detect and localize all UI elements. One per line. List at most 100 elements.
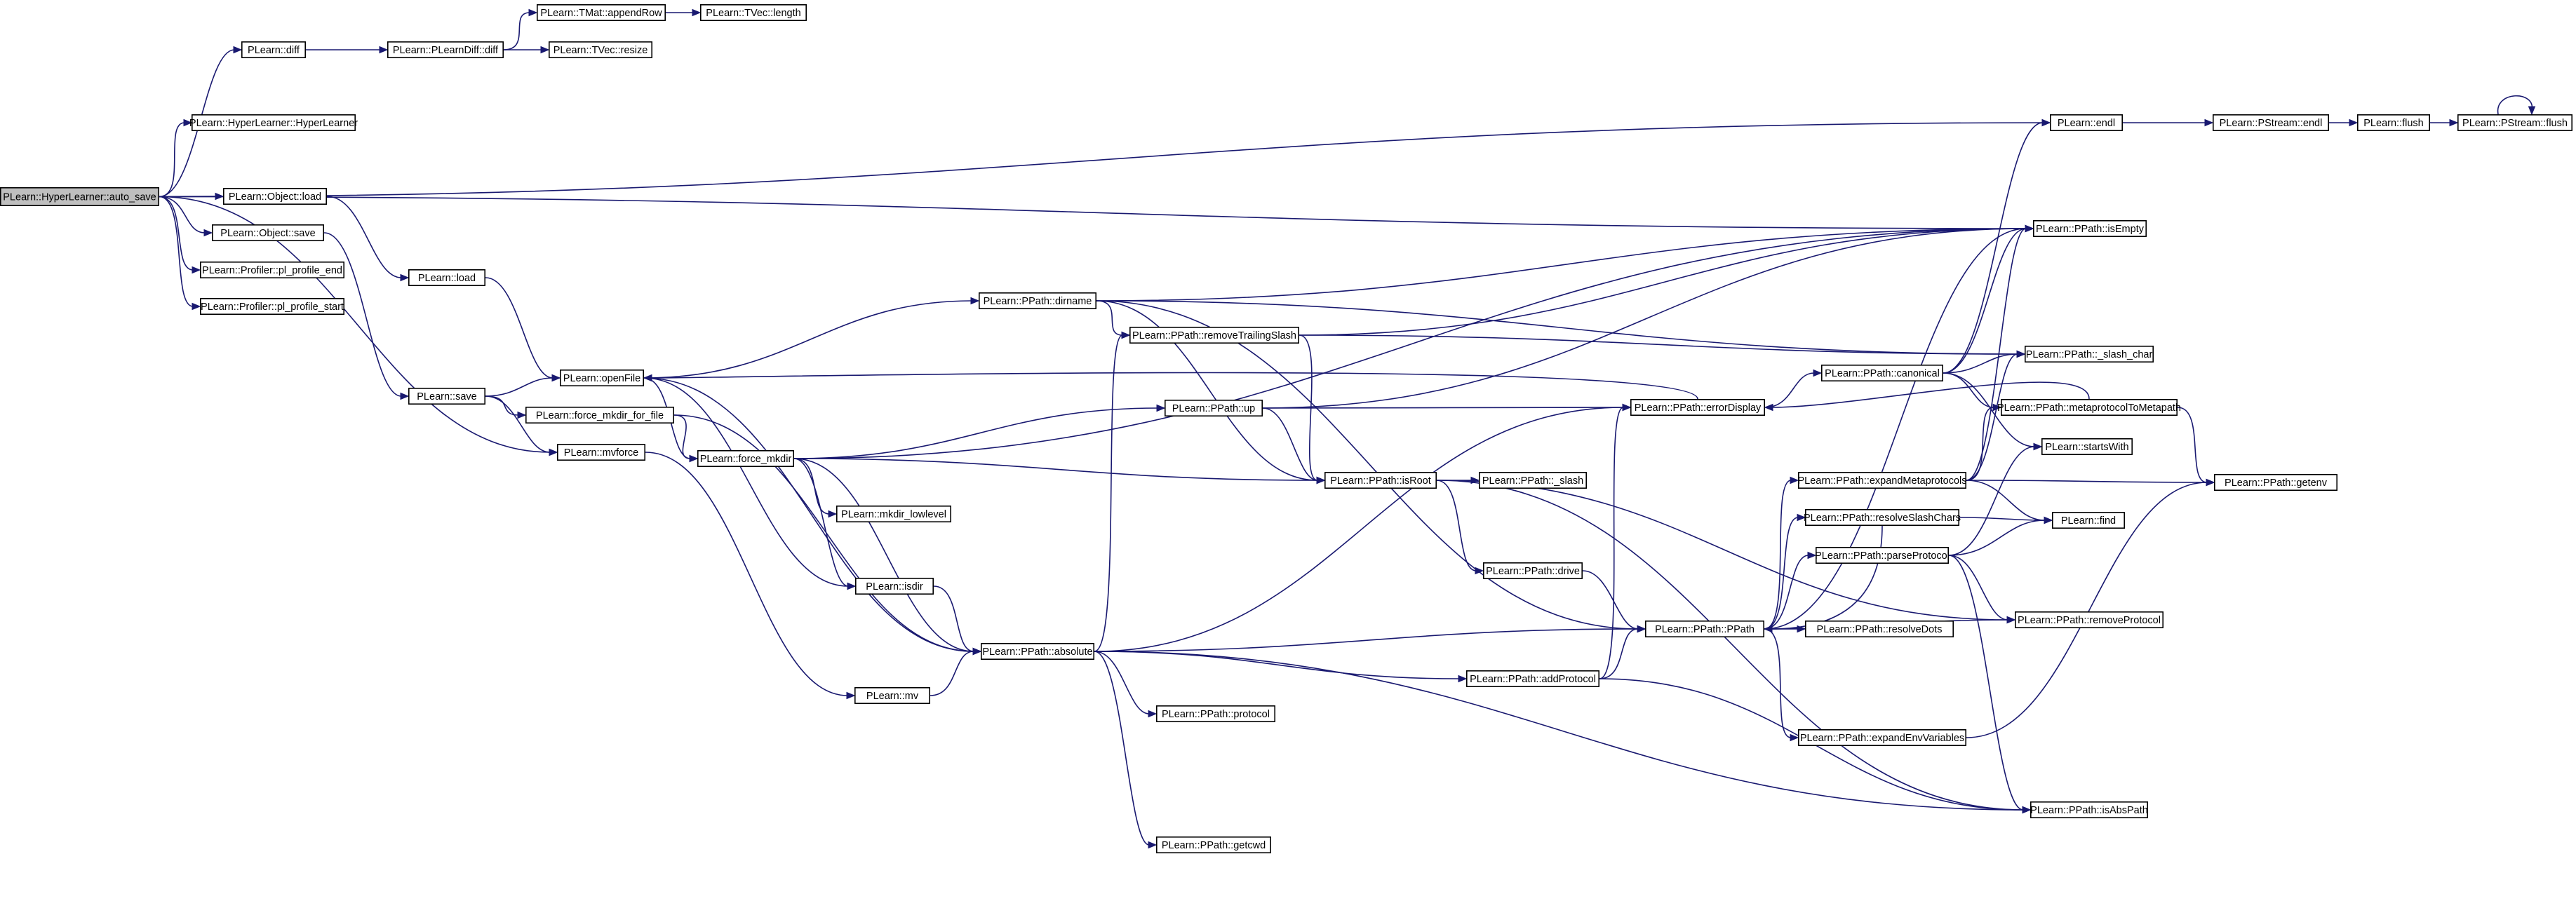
node-box bbox=[0, 187, 159, 206]
edge-save-to-forcemkdirfile bbox=[485, 395, 527, 419]
node-canonical[interactable]: PLearn::PPath::canonical bbox=[1821, 364, 1944, 381]
node-isempty[interactable]: PLearn::PPath::isEmpty bbox=[2033, 219, 2147, 237]
node-label: PLearn::PPath::resolveDots bbox=[1817, 624, 1943, 635]
node-tvecresize[interactable]: PLearn::TVec::resize bbox=[548, 41, 652, 58]
node-save[interactable]: PLearn::save bbox=[408, 387, 485, 405]
node-profend[interactable]: PLearn::Profiler::pl_profile_end bbox=[199, 261, 344, 278]
edge-auto_save-to-profend bbox=[159, 196, 201, 274]
edge-forcemkdir-to-up bbox=[793, 404, 1166, 459]
node-label: PLearn::PPath::protocol bbox=[1162, 709, 1270, 720]
node-resolvedots[interactable]: PLearn::PPath::resolveDots bbox=[1805, 620, 1954, 637]
node-startswith[interactable]: PLearn::startsWith bbox=[2041, 438, 2133, 455]
node-ppath[interactable]: PLearn::PPath::PPath bbox=[1645, 620, 1765, 637]
node-label: PLearn::TVec::resize bbox=[554, 45, 648, 56]
node-box bbox=[2050, 114, 2124, 132]
node-label: PLearn::HyperLearner::HyperLearner bbox=[189, 118, 358, 129]
node-box bbox=[1156, 836, 1272, 854]
node-protocol[interactable]: PLearn::PPath::protocol bbox=[1156, 705, 1276, 722]
node-forcemkdir[interactable]: PLearn::force_mkdir bbox=[697, 449, 794, 467]
node-tveclength[interactable]: PLearn::TVec::length bbox=[699, 4, 807, 21]
node-label: PLearn::PPath::_slash_char bbox=[2026, 349, 2153, 360]
node-box bbox=[2052, 511, 2126, 529]
node-mvforce[interactable]: PLearn::mvforce bbox=[556, 443, 645, 461]
node-label: PLearn::TMat::appendRow bbox=[540, 8, 662, 19]
node-errordisplay[interactable]: PLearn::PPath::errorDisplay bbox=[1630, 398, 1766, 416]
edge-appendrow-to-tveclength bbox=[666, 8, 702, 17]
edge-absolute-to-addprotocol bbox=[1094, 651, 1468, 683]
node-label: PLearn::PPath::drive bbox=[1486, 566, 1580, 577]
node-label: PLearn::Object::load bbox=[229, 191, 321, 203]
node-label: PLearn::HyperLearner::auto_save bbox=[3, 192, 156, 203]
edge-removetrailing-to-slashchar bbox=[1299, 334, 2026, 358]
node-isdir[interactable]: PLearn::isdir bbox=[855, 577, 934, 595]
edge-endl-to-pstreamendl bbox=[2123, 118, 2214, 127]
node-diff[interactable]: PLearn::diff bbox=[241, 41, 306, 58]
node-pstreamflush[interactable]: PLearn::PStream::flush bbox=[2457, 114, 2573, 132]
node-drive[interactable]: PLearn::PPath::drive bbox=[1483, 562, 1583, 579]
node-objload[interactable]: PLearn::Object::load bbox=[222, 187, 327, 205]
node-expandmeta[interactable]: PLearn::PPath::expandMetaprotocols bbox=[1797, 471, 1967, 489]
node-label: PLearn::PPath::getenv bbox=[2225, 477, 2328, 489]
node-removetrailing[interactable]: PLearn::PPath::removeTrailingSlash bbox=[1129, 326, 1300, 344]
node-removeprotocol[interactable]: PLearn::PPath::removeProtocol bbox=[2015, 611, 2164, 628]
node-box bbox=[199, 297, 344, 315]
node-label: PLearn::PPath::errorDisplay bbox=[1635, 402, 1762, 414]
node-box bbox=[2025, 345, 2154, 363]
edge-pstreamflush-to-pstreamflush bbox=[2497, 95, 2536, 116]
node-label: PLearn::PLearnDiff::diff bbox=[393, 45, 499, 56]
node-slash[interactable]: PLearn::PPath::_slash bbox=[1479, 471, 1588, 489]
node-label: PLearn::PPath::getcwd bbox=[1162, 840, 1266, 851]
node-label: PLearn::PPath::isAbsPath bbox=[2030, 805, 2148, 816]
node-label: PLearn::PPath::canonical bbox=[1825, 368, 1940, 379]
node-dirname[interactable]: PLearn::PPath::dirname bbox=[979, 292, 1097, 309]
node-box bbox=[2214, 473, 2338, 491]
node-mkdirlow[interactable]: PLearn::mkdir_lowlevel bbox=[836, 505, 952, 522]
node-label: PLearn::flush bbox=[2363, 118, 2423, 129]
node-label: PLearn::PPath::isRoot bbox=[1330, 475, 1430, 487]
node-forcemkdirfile[interactable]: PLearn::force_mkdir_for_file bbox=[525, 406, 674, 424]
node-box bbox=[2030, 801, 2149, 819]
node-mv[interactable]: PLearn::mv bbox=[854, 686, 931, 704]
node-appendrow[interactable]: PLearn::TMat::appendRow bbox=[536, 4, 666, 21]
node-absolute[interactable]: PLearn::PPath::absolute bbox=[981, 642, 1095, 660]
node-box bbox=[979, 292, 1097, 309]
node-openfile[interactable]: PLearn::openFile bbox=[559, 369, 644, 386]
edge-forcemkdir-to-isdir bbox=[793, 458, 857, 590]
node-box bbox=[854, 686, 931, 704]
node-endl[interactable]: PLearn::endl bbox=[2050, 114, 2124, 132]
node-box bbox=[1466, 670, 1600, 687]
node-load[interactable]: PLearn::load bbox=[408, 269, 485, 286]
node-addprotocol[interactable]: PLearn::PPath::addProtocol bbox=[1466, 670, 1600, 687]
node-plearndiff[interactable]: PLearn::PLearnDiff::diff bbox=[387, 41, 504, 58]
node-isabspath[interactable]: PLearn::PPath::isAbsPath bbox=[2030, 801, 2149, 819]
node-objsave[interactable]: PLearn::Object::save bbox=[211, 224, 324, 241]
edge-dirname-to-ppath bbox=[1096, 300, 1646, 633]
edge-mvforce-to-mv bbox=[645, 452, 856, 700]
node-box bbox=[2001, 398, 2178, 416]
node-isroot[interactable]: PLearn::PPath::isRoot bbox=[1324, 471, 1437, 489]
node-box bbox=[211, 224, 324, 241]
node-resolveslash[interactable]: PLearn::PPath::resolveSlashChars bbox=[1804, 508, 1961, 526]
edge-save-to-mvforce bbox=[485, 395, 558, 456]
node-parseprotocol[interactable]: PLearn::PPath::parseProtocol bbox=[1815, 546, 1950, 564]
edge-metaproto-to-errordisplay bbox=[1764, 381, 2090, 412]
node-box bbox=[1805, 620, 1954, 637]
node-label: PLearn::load bbox=[418, 273, 476, 284]
node-auto_save: PLearn::HyperLearner::auto_save bbox=[0, 187, 159, 206]
edge-isdir-to-absolute bbox=[933, 585, 982, 656]
node-metaproto[interactable]: PLearn::PPath::metaprotocolToMetapath bbox=[1997, 398, 2181, 416]
node-label: PLearn::PStream::flush bbox=[2462, 118, 2568, 129]
node-find[interactable]: PLearn::find bbox=[2052, 511, 2126, 529]
node-getcwd[interactable]: PLearn::PPath::getcwd bbox=[1156, 836, 1272, 854]
node-up[interactable]: PLearn::PPath::up bbox=[1165, 399, 1263, 416]
node-pstreamendl[interactable]: PLearn::PStream::endl bbox=[2213, 114, 2330, 132]
node-getenv[interactable]: PLearn::PPath::getenv bbox=[2214, 473, 2338, 491]
node-slashchar[interactable]: PLearn::PPath::_slash_char bbox=[2025, 345, 2154, 363]
node-hyperlearner[interactable]: PLearn::HyperLearner::HyperLearner bbox=[189, 114, 358, 132]
node-profstart[interactable]: PLearn::Profiler::pl_profile_start bbox=[199, 297, 344, 315]
node-label: PLearn::isdir bbox=[866, 581, 923, 592]
edge-ppath-to-resolveslash bbox=[1764, 513, 1806, 630]
node-flush[interactable]: PLearn::flush bbox=[2357, 114, 2431, 132]
node-expandenv[interactable]: PLearn::PPath::expandEnvVariables bbox=[1798, 729, 1967, 747]
edge-mv-to-absolute bbox=[930, 647, 982, 696]
